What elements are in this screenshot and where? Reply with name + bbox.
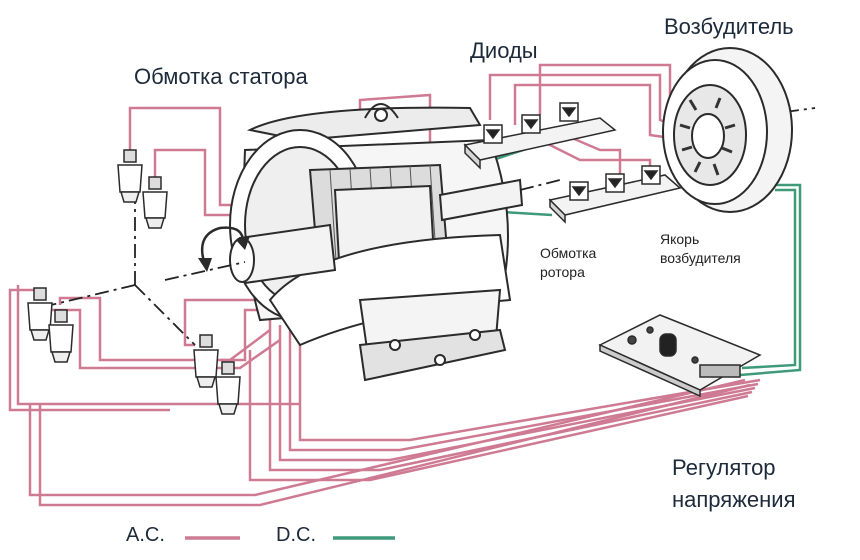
exciter: [662, 47, 793, 213]
exciter-label: Возбудитель: [664, 14, 794, 39]
terminal-post-icon: [215, 361, 241, 415]
diode-icon: [559, 102, 579, 122]
diode-icon: [483, 124, 503, 144]
voltage-regulator-label-line1: Регулятор: [672, 455, 776, 480]
alternator-housing: [229, 103, 512, 382]
rotor-winding-label: Обмотка ротора: [540, 244, 596, 282]
exciter-armature-label-line2: возбудителя: [660, 250, 741, 266]
shaft: [229, 178, 524, 285]
rotor-winding-label-line2: ротора: [540, 264, 585, 280]
legend-ac-label: A.C.: [126, 524, 165, 546]
voltage-regulator-label: Регулятор напряжения: [672, 452, 796, 516]
terminal-post-icon: [142, 176, 168, 229]
terminal-post-icon: [48, 309, 74, 363]
voltage-regulator-label-line2: напряжения: [672, 487, 796, 512]
exciter-armature-label: Якорь возбудителя: [660, 230, 741, 268]
stator-winding-label: Обмотка статора: [134, 64, 308, 89]
terminal-post-icon: [117, 149, 143, 203]
terminal-post-icon: [27, 287, 53, 341]
terminal-post-icon: [193, 334, 219, 388]
legend-dc-label: D.C.: [276, 524, 316, 546]
diode-plates: [463, 102, 682, 224]
rotation-arrow-icon: [198, 226, 250, 272]
stator-terminals: [27, 149, 241, 415]
voltage-regulator-board: [598, 314, 762, 398]
exciter-armature-label-line1: Якорь: [660, 231, 700, 247]
diode-icon: [569, 181, 589, 201]
rotor-winding-label-line1: Обмотка: [540, 245, 597, 261]
diode-icon: [521, 114, 541, 134]
diodes-label: Диоды: [470, 38, 538, 63]
diode-icon: [641, 165, 661, 185]
diode-icon: [605, 173, 625, 193]
